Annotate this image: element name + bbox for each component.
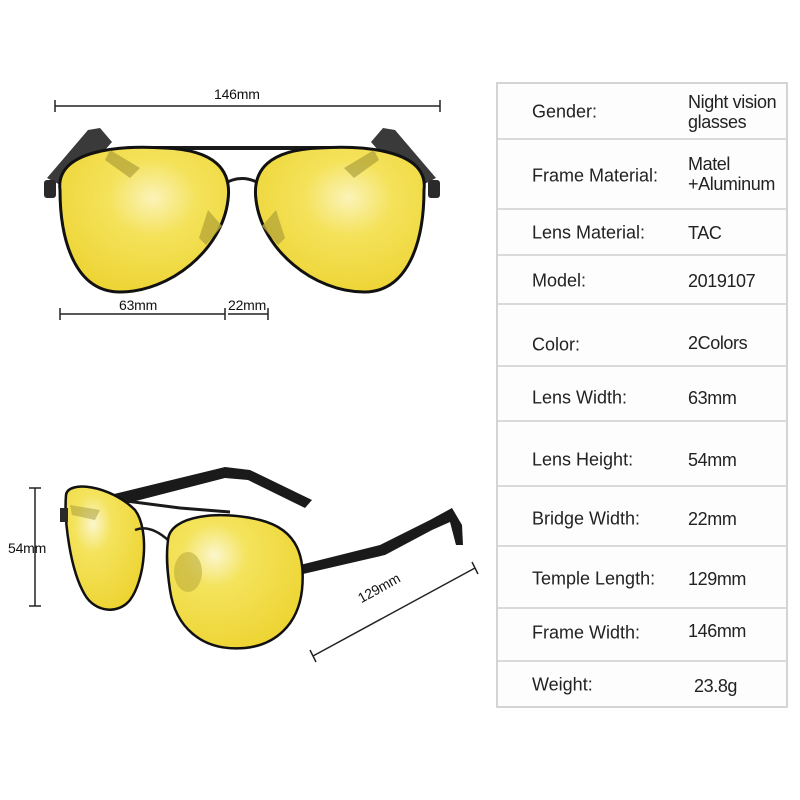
spec-value: 63mm [688,388,737,408]
spec-value-line: Night vision [688,92,777,112]
spec-row-lens-height: Lens Height: 54mm [498,422,786,487]
spec-row-gender: Gender: Night vision glasses [498,84,786,140]
spec-row-temple-length: Temple Length: 129mm [498,547,786,609]
spec-value-line: Matel [688,154,731,174]
spec-label: Weight: [532,674,593,695]
spec-row-lens-width: Lens Width: 63mm [498,367,786,422]
spec-value: 54mm [688,450,737,470]
spec-value: 23.8g [694,676,738,696]
spec-value: 129mm [688,569,747,589]
spec-label: Lens Material: [532,222,646,243]
spec-row-bridge-width: Bridge Width: 22mm [498,487,786,547]
spec-label: Frame Width: [532,622,641,643]
spec-label: Bridge Width: [532,508,641,529]
spec-label: Gender: [532,101,598,122]
spec-value-line: glasses [688,112,747,132]
spec-label: Temple Length: [532,568,656,589]
spec-table: Gender: Night vision glasses Frame Mater… [496,82,788,708]
spec-row-color: Color: 2Colors [498,305,786,367]
spec-value: Matel +Aluminum [688,154,775,194]
spec-value: 2Colors [688,333,748,353]
spec-row-lens-material: Lens Material: TAC [498,210,786,256]
lens-height-dimension: 54mm [8,540,47,556]
spec-label: Color: [532,334,581,355]
spec-value: 2019107 [688,271,756,291]
spec-label: Lens Width: [532,387,628,408]
front-glasses-illustration [44,100,441,320]
frame-width-dimension: 146mm [214,86,260,102]
spec-value-line: +Aluminum [688,174,775,194]
spec-value: 22mm [688,509,737,529]
lens-width-dimension: 63mm [119,297,158,313]
spec-row-frame-width: Frame Width: 146mm [498,609,786,662]
spec-value: TAC [688,223,722,243]
bridge-width-dimension: 22mm [228,297,267,313]
spec-label: Model: [532,270,587,291]
spec-row-frame-material: Frame Material: Matel +Aluminum [498,140,786,210]
spec-row-weight: Weight: 23.8g [498,662,786,708]
spec-value: Night vision glasses [688,92,777,132]
spec-row-model: Model: 2019107 [498,256,786,305]
angled-glasses-illustration [29,467,479,663]
spec-label: Lens Height: [532,449,634,470]
spec-value: 146mm [688,621,747,641]
spec-label: Frame Material: [532,165,659,186]
